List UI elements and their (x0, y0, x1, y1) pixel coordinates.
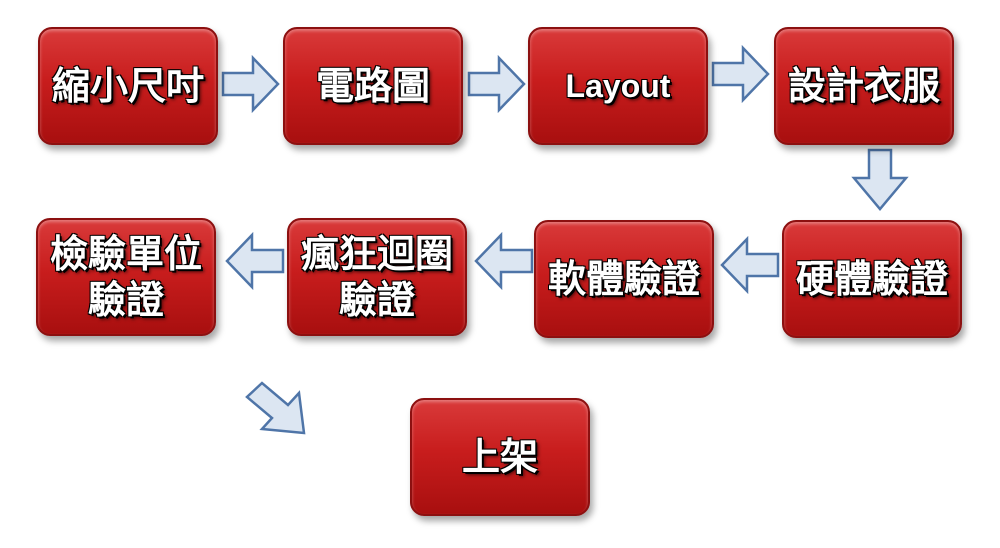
step-design-clothes: 設計衣服 (774, 27, 954, 145)
arrow-left-3 (225, 231, 285, 291)
step-label: 上架 (461, 435, 538, 479)
step-circuit-diagram: 電路圖 (283, 27, 463, 145)
step-label: 電路圖 (315, 64, 430, 108)
step-label: 設計衣服 (787, 64, 940, 108)
step-label-line1: 瘋狂迴圈 (300, 232, 453, 276)
arrow-down (851, 148, 909, 211)
arrow-right-1 (221, 54, 280, 114)
step-label-line2: 驗證 (338, 278, 415, 322)
arrow-left-1 (720, 235, 780, 295)
step-label-line1: 檢驗單位 (49, 232, 202, 276)
step-software-verification: 軟體驗證 (534, 220, 714, 338)
step-label: 縮小尺吋 (51, 64, 204, 108)
step-label: 硬體驗證 (795, 257, 948, 301)
arrow-right-2 (467, 54, 526, 114)
step-label: Layout (565, 68, 671, 104)
arrow-diagonal (245, 381, 306, 435)
step-crazy-loop-verification: 瘋狂迴圈 驗證 (287, 218, 467, 336)
step-launch: 上架 (410, 398, 590, 516)
step-shrink-size: 縮小尺吋 (38, 27, 218, 145)
arrow-right-3 (711, 44, 770, 104)
arrow-left-2 (474, 231, 534, 291)
step-label-line2: 驗證 (87, 278, 164, 322)
step-layout: Layout (528, 27, 708, 145)
step-hardware-verification: 硬體驗證 (782, 220, 962, 338)
step-inspection-verification: 檢驗單位 驗證 (36, 218, 216, 336)
step-label: 軟體驗證 (547, 257, 700, 301)
